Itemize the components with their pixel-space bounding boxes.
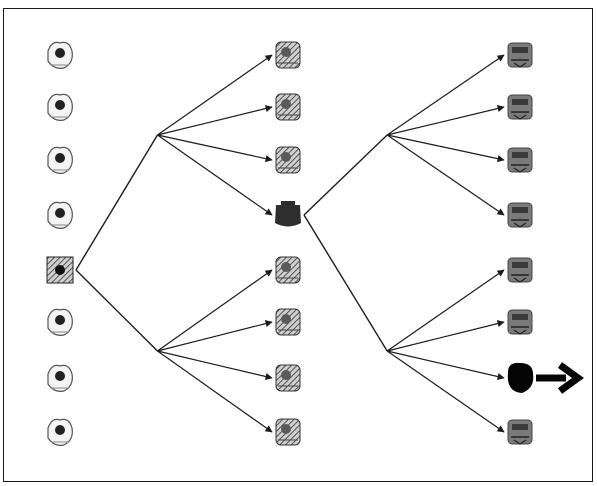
blocky-glyph-icon <box>508 258 532 282</box>
sparse-circle-glyph-icon <box>48 309 72 335</box>
edge-arrow <box>209 270 272 315</box>
textured-glyph-icon <box>276 257 300 283</box>
branch-line <box>157 315 209 351</box>
edge-arrow <box>209 322 272 338</box>
edge-arrow <box>440 107 504 122</box>
solid-blob-glyph-icon <box>508 363 533 393</box>
sparse-circle-glyph-icon <box>48 94 72 120</box>
textured-glyph-icon <box>276 42 300 68</box>
sparse-circle-glyph-icon <box>48 419 72 445</box>
branch-line <box>387 122 440 135</box>
branch-line <box>157 338 209 351</box>
trunk-branch-line <box>76 135 157 270</box>
textured-glyph-icon <box>276 94 300 120</box>
sparse-circle-glyph-icon <box>48 42 72 68</box>
edge-arrow <box>440 363 504 378</box>
sparse-circle-glyph-icon <box>48 202 72 228</box>
edge-arrow <box>440 55 504 99</box>
edge-arrow <box>209 107 272 122</box>
branch-line <box>387 315 440 351</box>
branch-line <box>157 122 209 135</box>
edge-arrow <box>440 171 504 215</box>
branch-line <box>387 99 440 135</box>
trunk-branch-line <box>76 270 157 351</box>
textured-glyph-icon <box>276 365 300 391</box>
edge-arrow <box>209 387 272 432</box>
edge-arrow <box>440 387 504 432</box>
textured-glyph-icon <box>276 147 300 173</box>
bold-right-arrow-icon <box>536 365 578 391</box>
branch-line <box>387 338 440 351</box>
blocky-glyph-icon <box>508 310 532 334</box>
edge-arrow <box>440 322 504 338</box>
sparse-circle-glyph-icon <box>48 365 72 391</box>
blocky-glyph-icon <box>508 95 532 119</box>
edge-arrow <box>440 146 504 160</box>
branch-line <box>157 99 209 135</box>
blocky-glyph-icon <box>508 420 532 444</box>
edge-arrow <box>209 55 272 99</box>
edge-arrow <box>440 270 504 315</box>
blocky-glyph-icon <box>508 43 532 67</box>
solid-glyph-icon <box>275 201 301 227</box>
blocky-glyph-icon <box>508 148 532 172</box>
blocky-glyph-icon <box>508 203 532 227</box>
edge-arrow <box>209 171 272 215</box>
hatched-square-glyph-icon <box>47 257 73 283</box>
textured-glyph-icon <box>276 419 300 445</box>
edge-arrow <box>209 363 272 378</box>
textured-glyph-icon <box>276 309 300 335</box>
sparse-circle-glyph-icon <box>48 147 72 173</box>
trunk-branch-line <box>304 215 387 351</box>
edge-arrow <box>209 146 272 160</box>
trunk-branch-line <box>304 135 387 215</box>
